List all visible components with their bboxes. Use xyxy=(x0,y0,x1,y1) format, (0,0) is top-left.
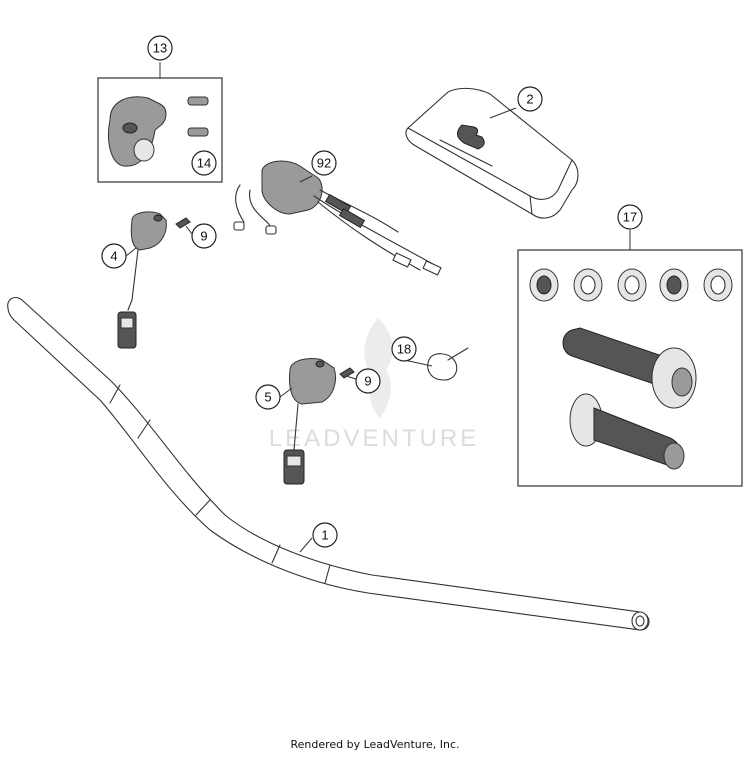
svg-text:17: 17 xyxy=(623,210,637,225)
left-switch[interactable] xyxy=(117,211,167,349)
callout-13: 13 xyxy=(147,35,173,61)
callout-1: 1 xyxy=(312,522,338,548)
callout-5: 5 xyxy=(255,384,281,410)
right-switch[interactable] xyxy=(279,357,336,485)
screw-9a[interactable] xyxy=(175,217,191,229)
svg-text:13: 13 xyxy=(153,41,167,56)
watermark-text: LEADVENTURE xyxy=(269,425,479,452)
svg-text:2: 2 xyxy=(526,92,533,107)
callout-14: 14 xyxy=(191,150,217,176)
screw-9b[interactable] xyxy=(339,367,355,379)
bar-pad[interactable] xyxy=(405,87,579,219)
svg-text:18: 18 xyxy=(397,342,411,357)
throttle-grip xyxy=(562,327,697,409)
svg-text:92: 92 xyxy=(317,156,331,171)
footer-credit: Rendered by LeadVenture, Inc. xyxy=(290,738,460,751)
svg-text:4: 4 xyxy=(110,249,117,264)
callout-9b: 9 xyxy=(355,368,381,394)
grip-cams xyxy=(529,268,733,302)
clutch-grip xyxy=(569,393,685,470)
svg-text:9: 9 xyxy=(200,229,207,244)
svg-text:5: 5 xyxy=(264,390,271,405)
callout-18: 18 xyxy=(391,336,417,362)
callout-92: 92 xyxy=(311,150,337,176)
handlebar[interactable] xyxy=(7,297,650,631)
callout-4: 4 xyxy=(101,243,127,269)
clamp-kit[interactable] xyxy=(97,62,223,183)
callout-17: 17 xyxy=(617,204,643,230)
svg-text:1: 1 xyxy=(321,528,328,543)
svg-text:14: 14 xyxy=(197,156,211,171)
callout-9a: 9 xyxy=(191,223,217,249)
grip-kit[interactable] xyxy=(517,230,743,487)
cable-tie[interactable] xyxy=(427,347,469,381)
svg-text:9: 9 xyxy=(364,374,371,389)
throttle-assembly[interactable] xyxy=(233,160,442,276)
callout-2: 2 xyxy=(517,86,543,112)
